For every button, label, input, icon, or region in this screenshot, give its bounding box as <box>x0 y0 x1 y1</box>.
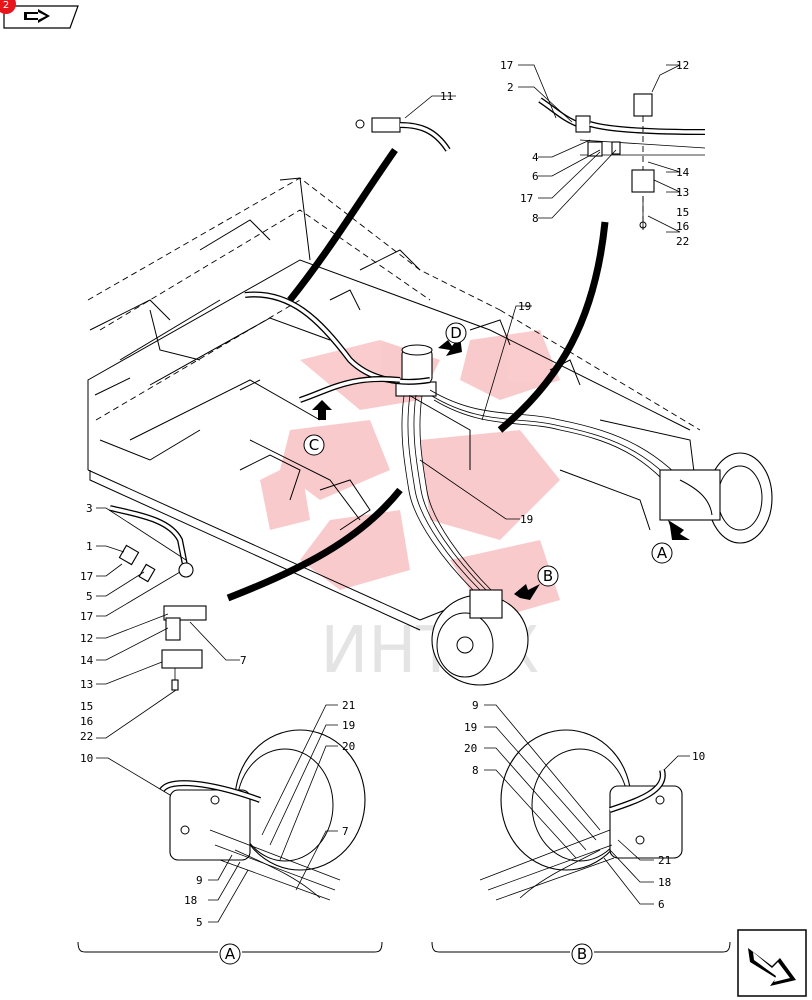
callout-19-upper: 19 <box>518 300 531 313</box>
next-page-button[interactable] <box>737 929 807 997</box>
callout-6-top: 6 <box>532 170 539 183</box>
callout-17-top: 17 <box>500 59 513 72</box>
callout-18-b: 18 <box>658 876 671 889</box>
callout-14-top: 14 <box>676 166 690 179</box>
callout-16-left: 16 <box>80 715 93 728</box>
detail-view-b: 9 19 20 8 10 21 18 6 B <box>431 699 731 965</box>
callout-19-lower: 19 <box>520 513 533 526</box>
detail-fitting-11: 11 <box>355 90 456 152</box>
detail-leader-11 <box>287 147 398 303</box>
callout-6-b: 6 <box>658 898 665 911</box>
callout-5-left: 5 <box>86 590 93 603</box>
page-badge-number: 2 <box>3 0 9 11</box>
prev-page-button[interactable] <box>3 5 79 29</box>
callout-17-left-a: 17 <box>80 570 93 583</box>
page-badge: 2 <box>0 0 16 14</box>
callout-4-top: 4 <box>532 151 539 164</box>
view-marker-c: C <box>303 400 332 456</box>
detail-leader-12 <box>497 221 609 433</box>
callout-12-left: 12 <box>80 632 93 645</box>
callout-17-mid: 17 <box>520 192 533 205</box>
callout-1: 1 <box>86 540 93 553</box>
callout-20-a: 20 <box>342 740 355 753</box>
view-title-b: B <box>577 945 587 963</box>
callout-7-left: 7 <box>240 654 247 667</box>
callout-9-a: 9 <box>196 874 203 887</box>
swivel-joint <box>395 344 437 397</box>
view-marker-b: B <box>514 565 559 600</box>
callouts-19-main: 19 19 <box>419 300 533 526</box>
callout-8-top: 8 <box>532 212 539 225</box>
callout-18-a: 18 <box>184 894 197 907</box>
view-label-b: B <box>543 567 553 585</box>
callout-3: 3 <box>86 502 93 515</box>
detail-leader-3 <box>226 487 403 602</box>
detail-view-a: 10 21 19 20 7 9 18 5 A <box>77 699 383 965</box>
travel-motor-right <box>659 452 773 544</box>
callout-22-top: 22 <box>676 235 689 248</box>
callout-17-left-b: 17 <box>80 610 93 623</box>
callout-21-a: 21 <box>342 699 355 712</box>
callout-19-b: 19 <box>464 721 477 734</box>
callout-8-b: 8 <box>472 764 479 777</box>
travel-motor-left <box>431 589 529 686</box>
callout-14-left: 14 <box>80 654 94 667</box>
callout-10-b: 10 <box>692 750 705 763</box>
detail-clamp-left: 3 1 17 5 17 12 14 7 13 15 16 22 <box>80 502 247 743</box>
callout-2-top: 2 <box>507 81 514 94</box>
callout-13-top: 13 <box>676 186 689 199</box>
callout-15-top: 15 <box>676 206 689 219</box>
view-title-a: A <box>225 945 236 963</box>
callout-9-b: 9 <box>472 699 479 712</box>
callout-12-top: 12 <box>676 59 689 72</box>
view-label-d: D <box>450 324 462 342</box>
forward-arrow-icon <box>748 948 796 986</box>
callout-5-a: 5 <box>196 916 203 929</box>
callout-20-b: 20 <box>464 742 477 755</box>
callout-7-a: 7 <box>342 825 349 838</box>
detail-clamp-top: 17 2 12 4 6 17 8 14 13 15 16 22 <box>500 59 706 248</box>
view-marker-a: A <box>651 520 690 564</box>
callout-15-left: 15 <box>80 700 93 713</box>
callout-22-left: 22 <box>80 730 93 743</box>
back-arrow-icon <box>24 9 50 23</box>
callout-21-b: 21 <box>658 854 671 867</box>
view-label-c: C <box>309 436 319 454</box>
watermark-logo <box>260 330 560 620</box>
callout-10-a: 10 <box>80 752 93 765</box>
callout-16-top: 16 <box>676 220 689 233</box>
callout-11: 11 <box>440 90 453 103</box>
callout-19-a: 19 <box>342 719 355 732</box>
view-marker-d: D <box>438 322 467 356</box>
view-label-a: A <box>657 544 668 562</box>
callout-13-left: 13 <box>80 678 93 691</box>
